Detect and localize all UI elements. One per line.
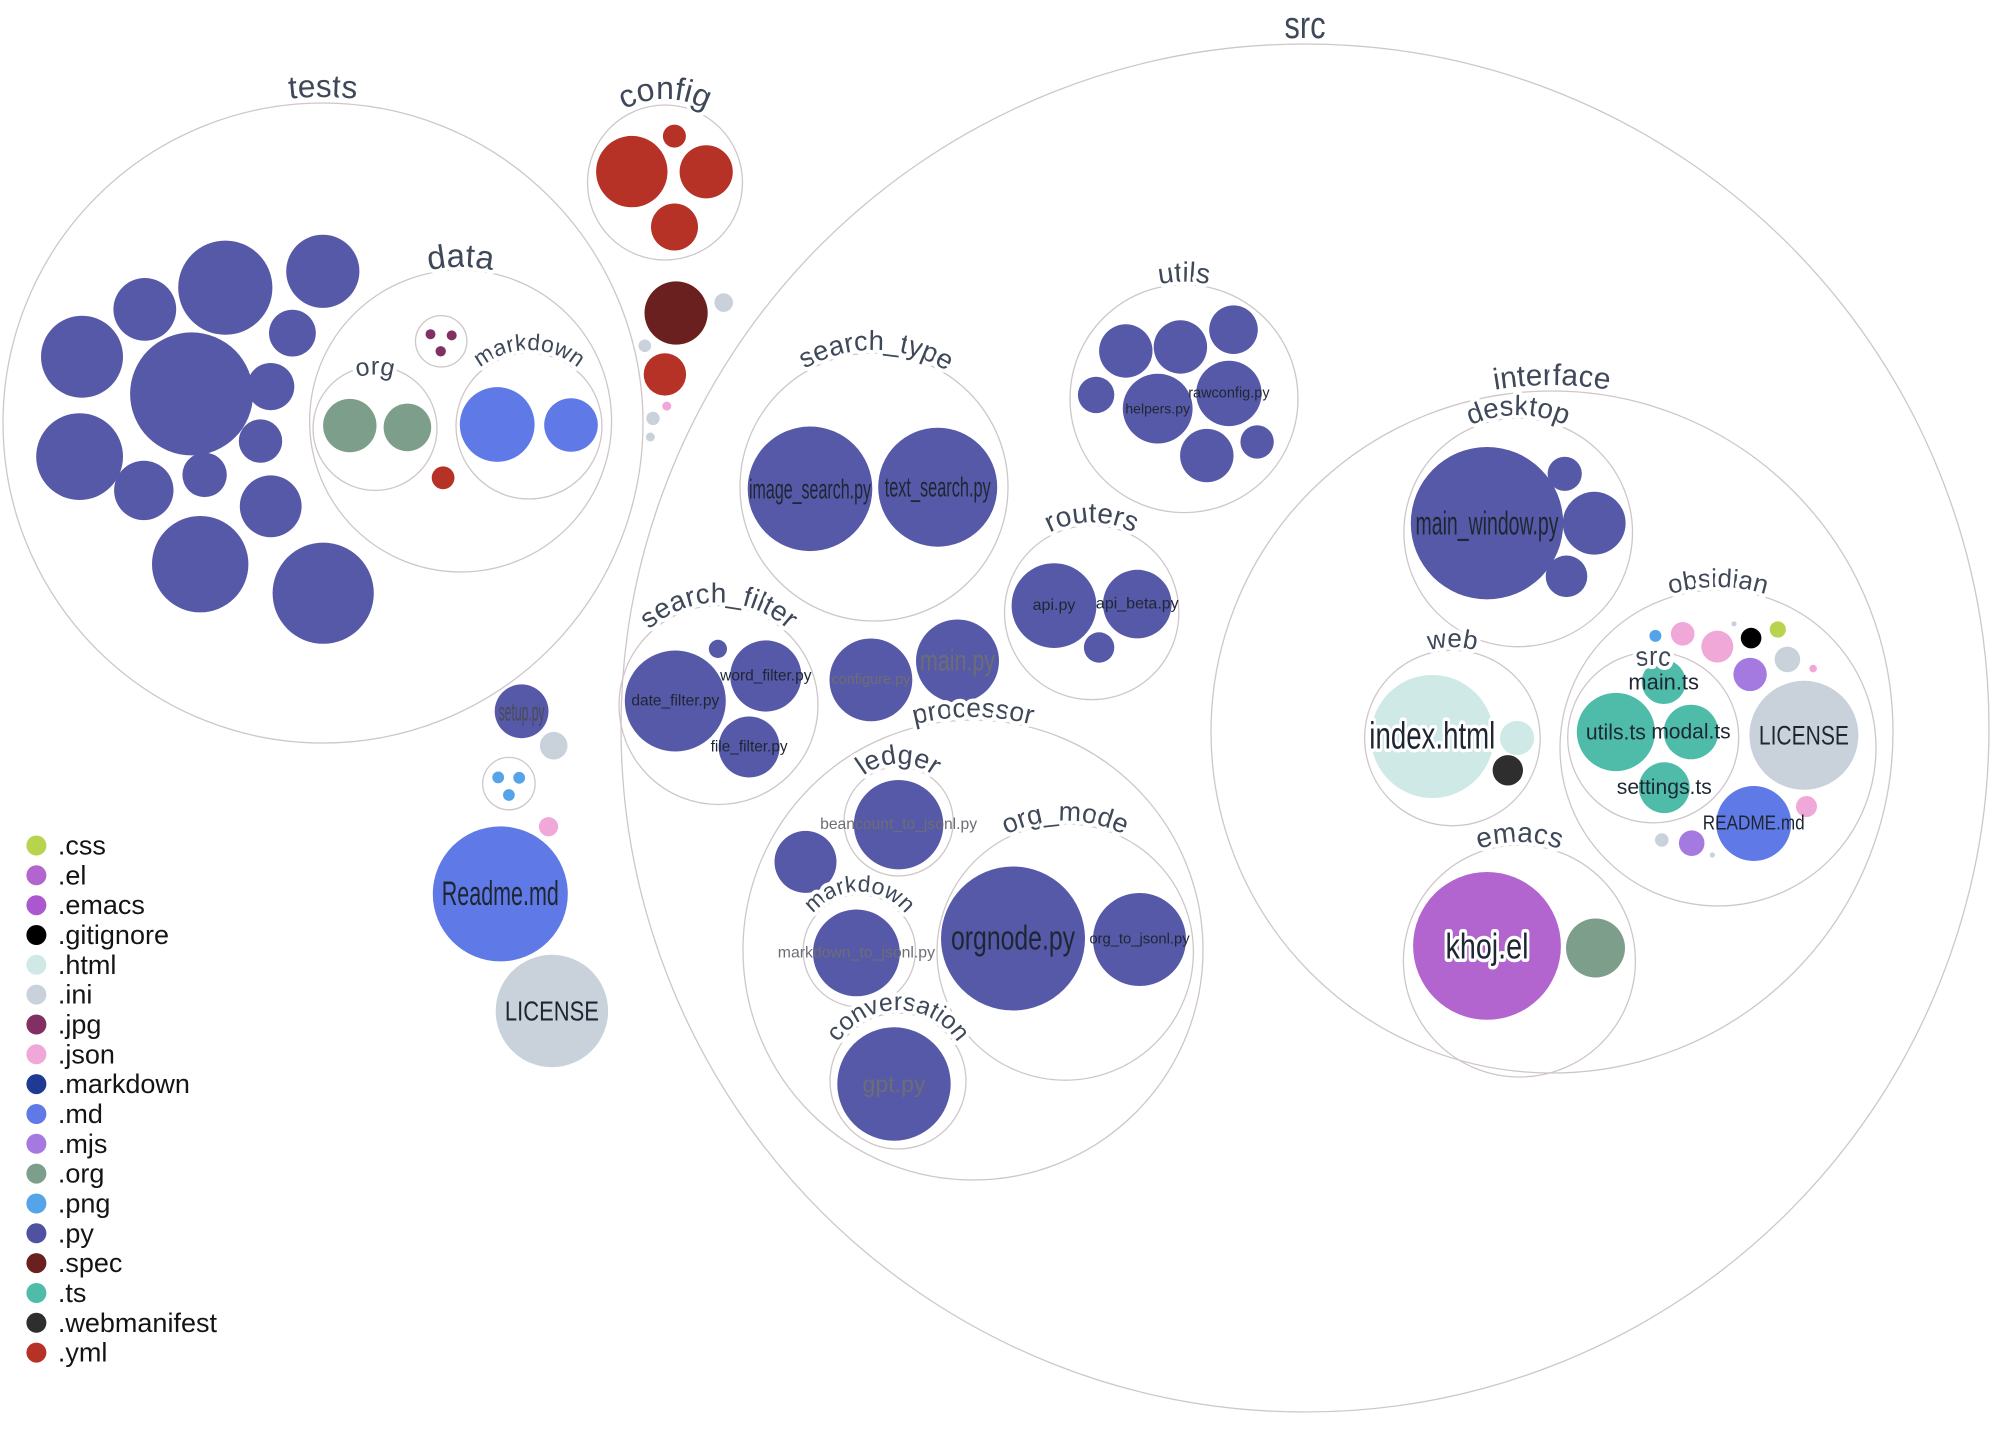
svg-text:orgnode.py: orgnode.py xyxy=(951,920,1075,958)
svg-text:data: data xyxy=(424,237,497,277)
svg-text:.gitignore: .gitignore xyxy=(58,920,169,950)
svg-text:setup.py: setup.py xyxy=(499,696,545,726)
svg-text:rawconfig.py: rawconfig.py xyxy=(1188,385,1270,401)
svg-text:.ts: .ts xyxy=(58,1278,87,1308)
svg-text:modal.ts: modal.ts xyxy=(1651,721,1730,744)
svg-text:.mjs: .mjs xyxy=(58,1129,108,1159)
svg-text:web: web xyxy=(1424,623,1480,656)
svg-text:main.py: main.py xyxy=(920,645,995,678)
svg-text:src: src xyxy=(1633,641,1672,673)
svg-text:helpers.py: helpers.py xyxy=(1125,401,1190,417)
svg-text:tests: tests xyxy=(287,68,359,106)
svg-text:file_filter.py: file_filter.py xyxy=(711,739,788,756)
svg-text:.jpg: .jpg xyxy=(58,1010,102,1040)
svg-text:main_window.py: main_window.py xyxy=(1416,505,1559,542)
svg-text:image_search.py: image_search.py xyxy=(749,473,871,504)
svg-text:api.py: api.py xyxy=(1033,597,1076,614)
svg-text:.css: .css xyxy=(58,831,106,861)
svg-text:utils.ts: utils.ts xyxy=(1586,720,1646,745)
svg-text:LICENSE: LICENSE xyxy=(505,996,599,1027)
svg-text:Readme.md: Readme.md xyxy=(442,875,559,913)
svg-text:.org: .org xyxy=(58,1159,105,1189)
svg-text:index.html: index.html xyxy=(1369,716,1495,758)
svg-text:beancount_to_jsonl.py: beancount_to_jsonl.py xyxy=(820,816,977,833)
svg-text:word_filter.py: word_filter.py xyxy=(719,668,812,685)
svg-text:org_to_jsonl.py: org_to_jsonl.py xyxy=(1089,932,1190,948)
svg-text:.markdown: .markdown xyxy=(58,1069,190,1099)
svg-text:date_filter.py: date_filter.py xyxy=(631,693,719,710)
svg-text:main.ts: main.ts xyxy=(1628,670,1699,695)
svg-text:.webmanifest: .webmanifest xyxy=(58,1308,218,1338)
svg-text:src: src xyxy=(1284,5,1326,47)
svg-text:text_search.py: text_search.py xyxy=(885,472,991,503)
svg-text:api_beta.py: api_beta.py xyxy=(1096,596,1179,613)
svg-text:.el: .el xyxy=(58,860,87,890)
svg-text:README.md: README.md xyxy=(1703,813,1805,835)
svg-text:org: org xyxy=(353,352,398,382)
svg-text:.json: .json xyxy=(58,1039,115,1069)
svg-text:configure.py: configure.py xyxy=(831,672,911,688)
svg-text:.spec: .spec xyxy=(58,1248,123,1278)
svg-text:.py: .py xyxy=(58,1218,95,1248)
svg-text:settings.ts: settings.ts xyxy=(1617,776,1712,799)
svg-text:.emacs: .emacs xyxy=(58,890,145,920)
svg-text:.yml: .yml xyxy=(58,1338,108,1368)
svg-text:.html: .html xyxy=(58,950,117,980)
svg-text:markdown_to_jsonl.py: markdown_to_jsonl.py xyxy=(778,944,935,961)
svg-text:LICENSE: LICENSE xyxy=(1759,720,1849,750)
svg-text:khoj.el: khoj.el xyxy=(1446,925,1529,966)
svg-text:.ini: .ini xyxy=(58,980,93,1010)
svg-text:.png: .png xyxy=(58,1189,111,1219)
svg-text:.md: .md xyxy=(58,1099,103,1129)
svg-text:utils: utils xyxy=(1156,257,1213,290)
svg-text:gpt.py: gpt.py xyxy=(863,1071,926,1097)
